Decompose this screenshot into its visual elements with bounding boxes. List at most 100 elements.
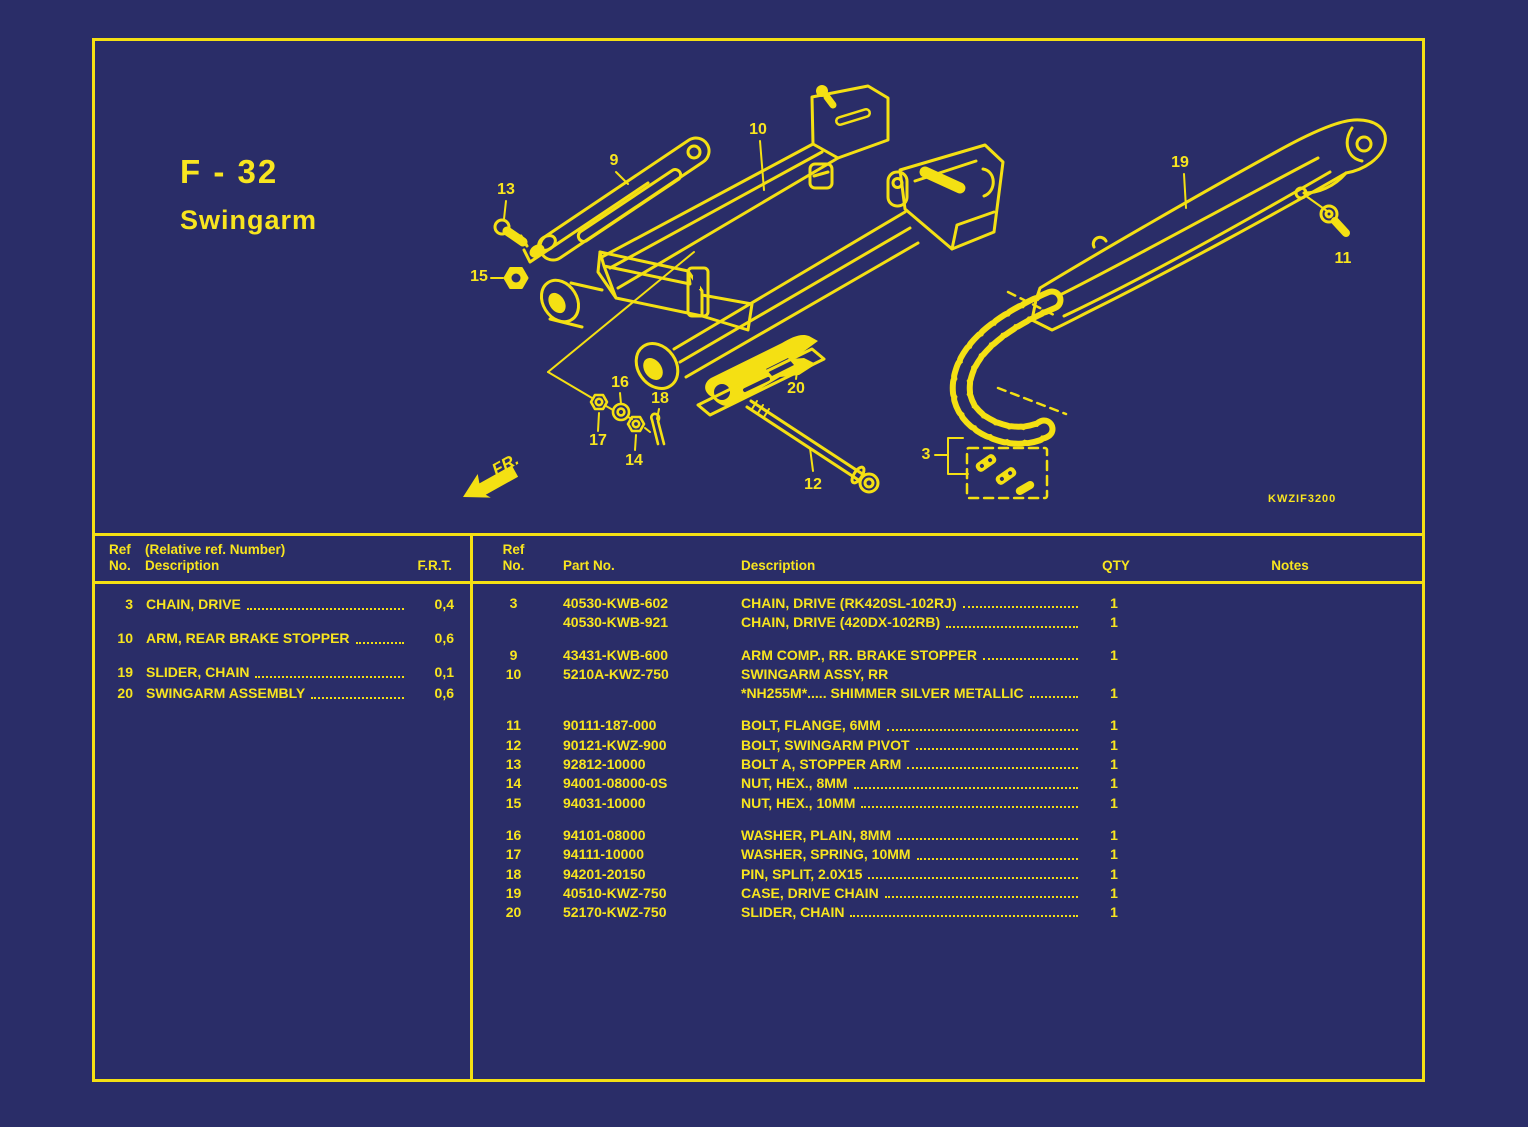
part-number: 5210A-KWZ-750	[563, 665, 669, 682]
table-section: Ref No. (Relative ref. Number) Descripti…	[95, 533, 1422, 1079]
frt-ref-no: 10	[117, 630, 133, 646]
part-description: NUT, HEX., 8MM	[741, 774, 1086, 793]
part-qty: 1	[1110, 646, 1118, 663]
part-description-text: ARM COMP., RR. BRAKE STOPPER	[741, 646, 977, 663]
frt-ref-no: 20	[117, 685, 133, 701]
chain-case-art	[1030, 118, 1387, 332]
frt-value: 0,6	[434, 630, 454, 646]
part-description: WASHER, PLAIN, 8MM	[741, 826, 1086, 845]
part-number: 92812-10000	[563, 756, 646, 773]
part-description-text: WASHER, SPRING, 10MM	[741, 846, 911, 863]
callout-19: 19	[1171, 154, 1189, 171]
catalog-frame: F - 32 Swingarm	[92, 38, 1425, 1082]
parts-table: Ref No. Part No. Description QTY Notes 3…	[473, 536, 1422, 1079]
part-number: 94111-10000	[563, 846, 644, 863]
frt-table: Ref No. (Relative ref. Number) Descripti…	[95, 536, 473, 1079]
part-number	[563, 684, 733, 703]
dotted-leader	[907, 767, 1078, 770]
leader-lines	[490, 140, 1328, 475]
part-description: CHAIN, DRIVE (420DX-102RB)	[741, 613, 1086, 632]
part-notes	[1142, 774, 1422, 793]
frt-ref-header: Ref No.	[109, 542, 131, 573]
part-description-text: SLIDER, CHAIN	[741, 904, 845, 921]
dotted-leader	[962, 606, 1078, 609]
callout-11: 11	[1334, 250, 1352, 267]
part-qty: 1	[1110, 794, 1118, 811]
part-description: SWINGARM ASSY, RR	[741, 665, 1086, 684]
part-number: 90111-187-000	[563, 717, 657, 734]
part-qty: 1	[1110, 775, 1118, 792]
part-ref-no: 17	[505, 846, 522, 863]
callout-16: 16	[611, 374, 629, 391]
swingarm-art	[539, 84, 1005, 390]
page-title: Swingarm	[180, 205, 318, 235]
dotted-leader	[982, 657, 1078, 660]
part-notes	[1142, 716, 1422, 735]
part-qty: 1	[1110, 865, 1118, 882]
part-notes	[1142, 646, 1422, 665]
stopper-arm-art	[522, 136, 711, 264]
part-ref-no: 16	[505, 826, 522, 843]
part-notes	[1142, 845, 1422, 864]
bolt-13-art	[493, 218, 529, 248]
nut-15-art	[503, 267, 529, 289]
part-description: PIN, SPLIT, 2.0X15	[741, 865, 1086, 884]
callout-15: 15	[470, 268, 488, 285]
part-description-text: WASHER, PLAIN, 8MM	[741, 826, 892, 843]
part-ref-no: 9	[509, 646, 518, 663]
part-qty	[1086, 665, 1142, 684]
part-description-text: BOLT A, STOPPER ARM	[741, 756, 902, 773]
parts-desc-header: Description	[741, 558, 816, 573]
dotted-leader	[897, 838, 1078, 841]
dotted-leader	[861, 805, 1078, 808]
part-qty: 1	[1110, 884, 1118, 901]
part-ref-no	[491, 684, 536, 703]
part-notes	[1142, 684, 1422, 703]
part-description-text: NUT, HEX., 8MM	[741, 775, 848, 792]
diagram-code: KWZIF3200	[1268, 493, 1337, 505]
part-description-text: CASE, DRIVE CHAIN	[741, 884, 879, 901]
part-description-text: PIN, SPLIT, 2.0X15	[741, 865, 863, 882]
frt-ref-no: 3	[125, 596, 133, 612]
part-ref-no: 20	[505, 904, 522, 921]
dotted-leader	[850, 915, 1078, 918]
parts-notes-header: Notes	[1271, 558, 1309, 573]
part-description: *NH255M*..... SHIMMER SILVER METALLIC	[741, 684, 1086, 703]
part-number: 43431-KWB-600	[563, 646, 669, 663]
part-number: 90121-KWZ-900	[563, 736, 667, 753]
frt-value: 0,6	[434, 685, 454, 701]
dotted-leader	[886, 728, 1078, 731]
figure-code: F - 32	[180, 153, 279, 190]
part-notes	[1142, 594, 1422, 613]
callout-3: 3	[921, 446, 931, 463]
dotted-leader	[1029, 696, 1078, 699]
dotted-leader	[853, 786, 1078, 789]
callout-13: 13	[497, 181, 515, 198]
part-description-text: NUT, HEX., 10MM	[741, 794, 856, 811]
part-notes	[1142, 865, 1422, 884]
part-notes	[1142, 613, 1422, 632]
frt-ref-no: 19	[117, 664, 133, 680]
frt-description: ARM, REAR BRAKE STOPPER	[146, 628, 412, 649]
parts-row: 9 43431-KWB-600 ARM COMP., RR. BRAKE STOPP…	[473, 646, 1422, 665]
frt-description-text: ARM, REAR BRAKE STOPPER	[146, 630, 350, 646]
part-ref-no: 12	[505, 736, 522, 753]
part-ref-no	[491, 613, 536, 632]
header-underline	[95, 581, 1422, 584]
part-description: ARM COMP., RR. BRAKE STOPPER	[741, 646, 1086, 665]
part-number: 94201-20150	[563, 865, 646, 882]
part-description-text: CHAIN, DRIVE (RK420SL-102RJ)	[741, 595, 957, 611]
part-qty: 1	[1110, 717, 1118, 734]
frt-value: 0,1	[434, 664, 454, 680]
callout-9: 9	[609, 152, 619, 169]
